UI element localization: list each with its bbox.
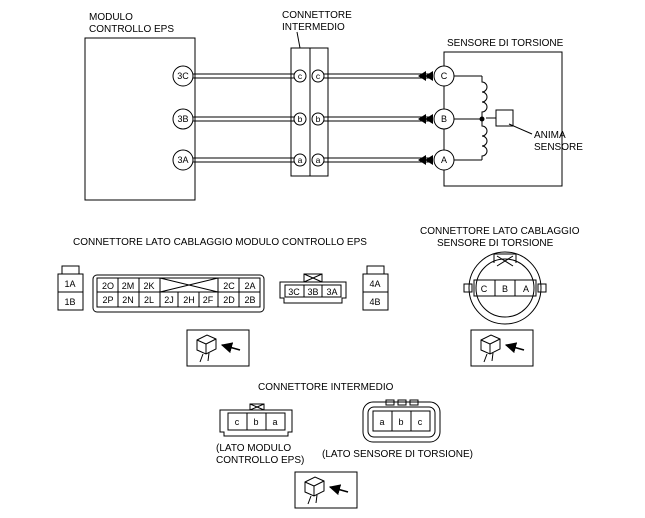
svg-text:2J: 2J — [164, 295, 174, 305]
intermediate-connector: CONNETTORE INTERMEDIO c c b b a a — [282, 10, 352, 177]
inter-label-line1: CONNETTORE — [282, 10, 352, 21]
svg-text:A: A — [523, 284, 529, 294]
svg-text:2H: 2H — [183, 295, 195, 305]
svg-text:c: c — [235, 417, 240, 427]
ecu-connector-4: 4A 4B — [362, 265, 389, 311]
svg-text:2O: 2O — [102, 281, 114, 291]
inter-connector-title: CONNETTORE INTERMEDIO — [258, 382, 394, 393]
svg-text:b: b — [316, 114, 321, 124]
svg-text:1B: 1B — [64, 297, 75, 307]
core-label-line2: SENSORE — [534, 142, 583, 153]
view-direction-icon — [294, 471, 358, 509]
svg-text:2A: 2A — [244, 281, 255, 291]
svg-text:2K: 2K — [143, 281, 154, 291]
view-direction-icon — [470, 329, 534, 367]
inter-right-caption: (LATO SENSORE DI TORSIONE) — [322, 449, 473, 460]
svg-text:2D: 2D — [223, 295, 235, 305]
ecu-label-line1: MODULO — [89, 12, 133, 23]
ecu-connector-2: 2O 2M 2K 2C 2A 2P 2N 2L 2J 2H 2F 2D 2B — [92, 274, 265, 313]
eps-control-module: MODULO CONTROLLO EPS 3C 3B 3A — [84, 12, 196, 201]
ecu-terminal-3a — [172, 149, 194, 171]
svg-text:a: a — [272, 417, 277, 427]
svg-text:4A: 4A — [369, 279, 380, 289]
ecu-connector-3: 3C 3B 3A — [279, 273, 347, 304]
wires-ecu-to-intermediate — [193, 73, 294, 163]
core-label-line1: ANIMA — [534, 130, 566, 141]
sensor-connector-title-line2: SENSORE DI TORSIONE — [437, 238, 554, 249]
svg-text:3B: 3B — [177, 114, 188, 124]
sensor-harness-connector: C B A — [463, 251, 547, 325]
wires-intermediate-to-sensor — [324, 73, 432, 163]
svg-text:2P: 2P — [102, 295, 113, 305]
svg-text:a: a — [379, 417, 384, 427]
svg-text:C: C — [441, 71, 448, 81]
svg-text:a: a — [316, 155, 321, 165]
ecu-connector-title: CONNETTORE LATO CABLAGGIO MODULO CONTROL… — [73, 237, 367, 248]
svg-text:2N: 2N — [122, 295, 134, 305]
svg-text:B: B — [441, 114, 447, 124]
inter-left-caption-line1: (LATO MODULO — [216, 443, 291, 454]
ecu-terminal-3c — [172, 65, 194, 87]
svg-text:2M: 2M — [122, 281, 135, 291]
sensor-label: SENSORE DI TORSIONE — [447, 38, 564, 49]
torque-sensor: SENSORE DI TORSIONE C B A — [433, 38, 564, 187]
svg-text:a: a — [298, 155, 303, 165]
svg-text:A: A — [441, 155, 447, 165]
svg-text:c: c — [418, 417, 423, 427]
view-direction-icon — [186, 329, 250, 367]
svg-text:3B: 3B — [307, 287, 318, 297]
svg-text:b: b — [398, 417, 403, 427]
ecu-terminal-3b — [172, 108, 194, 130]
svg-text:1A: 1A — [64, 279, 75, 289]
svg-text:2F: 2F — [203, 295, 214, 305]
svg-text:2C: 2C — [223, 281, 235, 291]
svg-text:3A: 3A — [177, 155, 188, 165]
svg-text:3A: 3A — [326, 287, 337, 297]
svg-text:C: C — [481, 284, 488, 294]
svg-text:2L: 2L — [144, 295, 154, 305]
sensor-terminal-arrows — [418, 71, 433, 165]
inter-connector-ecu-side: c b a — [219, 403, 293, 437]
svg-text:c: c — [298, 71, 303, 81]
svg-text:b: b — [298, 114, 303, 124]
ecu-label-line2: CONTROLLO EPS — [89, 24, 174, 35]
sensor-core — [495, 109, 514, 127]
svg-text:3C: 3C — [177, 71, 189, 81]
svg-text:c: c — [316, 71, 321, 81]
svg-text:4B: 4B — [369, 297, 380, 307]
svg-text:3C: 3C — [288, 287, 300, 297]
inter-left-caption-line2: CONTROLLO EPS) — [216, 455, 304, 466]
inter-label-line2: INTERMEDIO — [282, 22, 345, 33]
svg-text:2B: 2B — [244, 295, 255, 305]
sensor-connector-title-line1: CONNETTORE LATO CABLAGGIO — [420, 226, 580, 237]
svg-text:b: b — [253, 417, 258, 427]
svg-text:B: B — [502, 284, 508, 294]
ecu-connector-1: 1A 1B — [57, 265, 84, 311]
inter-connector-sensor-side: a b c — [362, 399, 441, 443]
